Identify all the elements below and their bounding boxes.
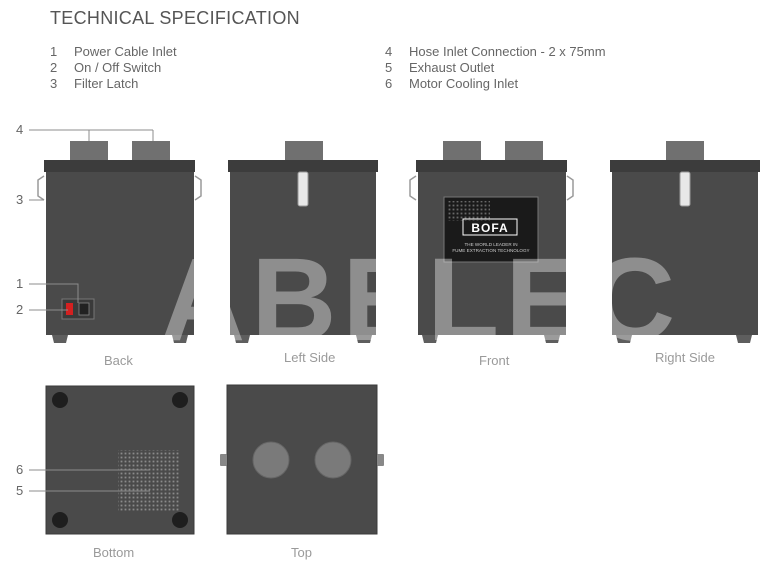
lid bbox=[44, 160, 195, 172]
left-side-view bbox=[228, 141, 378, 343]
front-view: BOFA THE WORLD LEADER IN FUME EXTRACTION… bbox=[409, 141, 574, 343]
brand-tagline-1: THE WORLD LEADER IN bbox=[464, 242, 517, 247]
filter-latch-icon bbox=[37, 175, 45, 201]
back-view bbox=[37, 141, 202, 343]
hose-inlet bbox=[443, 141, 481, 161]
vent-grille bbox=[118, 450, 180, 512]
lid bbox=[416, 160, 567, 172]
foot bbox=[234, 335, 250, 343]
filter-latch-icon bbox=[566, 175, 574, 201]
foot bbox=[172, 392, 188, 408]
filter-latch-icon bbox=[679, 171, 691, 207]
brand-box bbox=[462, 218, 518, 236]
view-label-front: Front bbox=[479, 353, 510, 368]
spec-item: 5 Exhaust Outlet bbox=[385, 60, 606, 76]
callout-2: 2 bbox=[16, 302, 24, 317]
view-label-bottom: Bottom bbox=[93, 545, 135, 560]
spec-number: 2 bbox=[50, 60, 58, 75]
leader-line-4 bbox=[29, 129, 154, 141]
filter-latch-icon bbox=[377, 454, 384, 466]
spec-label: On / Off Switch bbox=[74, 60, 162, 75]
spec-number: 4 bbox=[385, 44, 393, 59]
right-side-view bbox=[610, 141, 760, 343]
lid bbox=[610, 160, 760, 172]
foot bbox=[172, 335, 188, 343]
spec-item: 2 On / Off Switch bbox=[50, 60, 177, 76]
spec-label: Hose Inlet Connection - 2 x 75mm bbox=[409, 44, 606, 59]
hose-inlet bbox=[70, 141, 108, 161]
foot bbox=[52, 392, 68, 408]
filter-latch-icon bbox=[409, 175, 417, 201]
top-view bbox=[220, 384, 384, 535]
spec-label: Exhaust Outlet bbox=[409, 60, 495, 75]
bottom-view bbox=[45, 385, 195, 535]
spec-list-left: 1 Power Cable Inlet 2 On / Off Switch 3 Fil… bbox=[50, 44, 177, 92]
view-label-left-side: Left Side bbox=[284, 350, 336, 365]
filter-latch-icon bbox=[194, 175, 202, 201]
spec-label: Filter Latch bbox=[74, 76, 139, 91]
cabinet-top bbox=[226, 384, 378, 535]
foot bbox=[356, 335, 372, 343]
panel-graphic bbox=[448, 201, 490, 221]
spec-label: Motor Cooling Inlet bbox=[409, 76, 519, 91]
hose-inlet bbox=[666, 141, 704, 161]
foot bbox=[736, 335, 752, 343]
spec-item: 4 Hose Inlet Connection - 2 x 75mm bbox=[385, 44, 606, 60]
callout-4: 4 bbox=[16, 122, 24, 137]
power-switch-icon bbox=[66, 303, 73, 315]
spec-number: 5 bbox=[385, 60, 393, 75]
spec-number: 6 bbox=[385, 76, 393, 91]
brand-logo: BOFA bbox=[471, 221, 508, 235]
callout-6: 6 bbox=[16, 462, 24, 477]
spec-number: 1 bbox=[50, 44, 58, 59]
spec-label: Power Cable Inlet bbox=[74, 44, 177, 59]
page-title: TECHNICAL SPECIFICATION bbox=[50, 8, 300, 28]
hose-inlet bbox=[505, 141, 543, 161]
foot bbox=[616, 335, 632, 343]
spec-list-right: 4 Hose Inlet Connection - 2 x 75mm 5 Exhau… bbox=[385, 44, 606, 92]
brand-tagline-2: FUME EXTRACTION TECHNOLOGY bbox=[452, 248, 529, 253]
filter-latch-icon bbox=[297, 171, 309, 207]
view-label-back: Back bbox=[104, 353, 133, 368]
spec-number: 3 bbox=[50, 76, 58, 91]
callout-1: 1 bbox=[16, 276, 24, 291]
foot bbox=[52, 335, 68, 343]
view-label-top: Top bbox=[291, 545, 312, 560]
foot bbox=[544, 335, 560, 343]
spec-item: 3 Filter Latch bbox=[50, 76, 177, 92]
leader-line-1 bbox=[29, 283, 79, 303]
foot bbox=[172, 512, 188, 528]
callout-3: 3 bbox=[16, 192, 24, 207]
foot bbox=[422, 335, 438, 343]
view-label-right-side: Right Side bbox=[655, 350, 715, 365]
hose-inlet bbox=[132, 141, 170, 161]
callout-5: 5 bbox=[16, 483, 24, 498]
foot bbox=[52, 512, 68, 528]
hose-inlet bbox=[285, 141, 323, 161]
power-inlet-icon bbox=[78, 302, 90, 316]
spec-item: 1 Power Cable Inlet bbox=[50, 44, 177, 60]
filter-latch-icon bbox=[220, 454, 227, 466]
hose-inlet bbox=[252, 441, 290, 479]
leader-lines bbox=[29, 129, 154, 492]
spec-item: 6 Motor Cooling Inlet bbox=[385, 76, 606, 92]
lid bbox=[228, 160, 378, 172]
hose-inlet bbox=[314, 441, 352, 479]
